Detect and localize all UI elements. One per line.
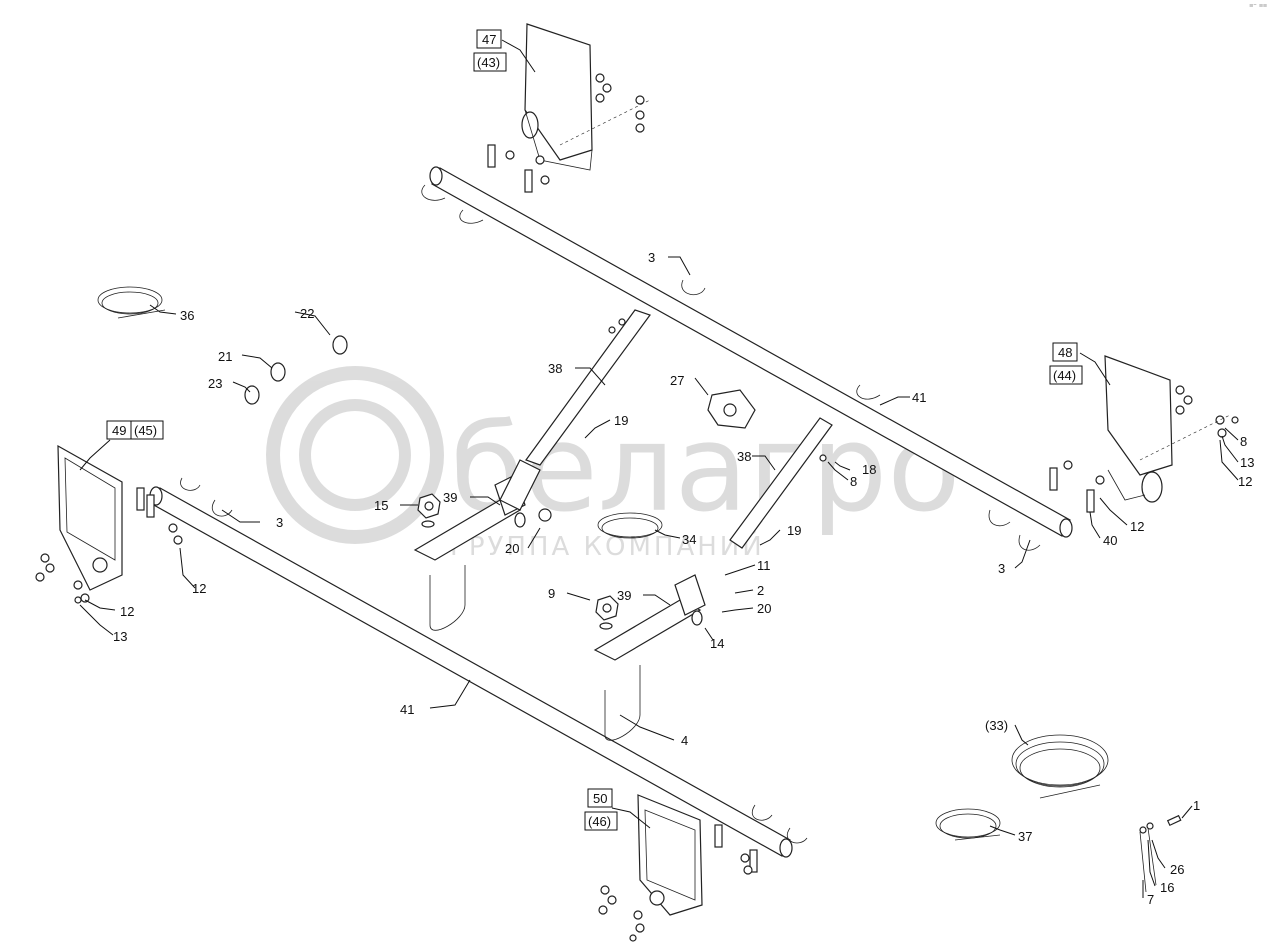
- callout-20: 20: [757, 601, 771, 616]
- callout-12: 12: [1238, 474, 1252, 489]
- cable-coil-34: [597, 512, 663, 539]
- boxed-label-48-44: 48 (44): [1049, 342, 1083, 385]
- disc-22: [332, 335, 348, 355]
- mount-39-upper: [413, 459, 552, 631]
- callout-41: 41: [400, 702, 414, 717]
- callout-36: 36: [180, 308, 194, 323]
- nut-15: [417, 493, 441, 528]
- label-44: (44): [1053, 368, 1076, 383]
- callout-33: (33): [985, 718, 1008, 733]
- callout-3: 3: [276, 515, 283, 530]
- callout-3: 3: [648, 250, 655, 265]
- callout-11: 11: [757, 558, 771, 573]
- upper-tube-part: [429, 166, 1073, 538]
- callout-16: 16: [1160, 880, 1174, 895]
- callout-12: 12: [192, 581, 206, 596]
- mount-39-lower: [593, 574, 706, 741]
- boxed-label-50-46: 50 (46): [584, 788, 618, 831]
- callout-39: 39: [617, 588, 631, 603]
- small-parts: [1139, 814, 1182, 893]
- callout-41: 41: [912, 390, 926, 405]
- callout-22: 22: [300, 306, 314, 321]
- mudflap-left: [35, 444, 233, 604]
- callout-38: 38: [548, 361, 562, 376]
- callout-7: 7: [1147, 892, 1154, 907]
- callout-1: 1: [1193, 798, 1200, 813]
- callout-19: 19: [787, 523, 801, 538]
- callout-8: 8: [850, 474, 857, 489]
- callout-14: 14: [710, 636, 724, 651]
- connector-27: [707, 389, 756, 429]
- callout-27: 27: [670, 373, 684, 388]
- u-bolt-part: [681, 279, 706, 296]
- bracket-38-right: [729, 417, 833, 549]
- callout-4: 4: [681, 733, 688, 748]
- callout-40: 40: [1103, 533, 1117, 548]
- corner-mark: ≡⁼ ≡≡: [1249, 3, 1267, 10]
- disc-21: [270, 362, 286, 382]
- label-50: 50: [593, 791, 607, 806]
- callout-21: 21: [218, 349, 232, 364]
- cable-coil-37: [935, 808, 1001, 841]
- cable-coil-33: [1011, 734, 1109, 799]
- mudflap-top: [421, 23, 651, 224]
- mudflap-bottom: [598, 794, 808, 942]
- cable-coil-36: [97, 286, 166, 319]
- callout-3: 3: [998, 561, 1005, 576]
- label-43: (43): [477, 55, 500, 70]
- callout-13: 13: [113, 629, 127, 644]
- boxed-label-49-45: 49 (45): [106, 420, 164, 440]
- callout-18: 18: [862, 462, 876, 477]
- callout-26: 26: [1170, 862, 1184, 877]
- callout-38: 38: [737, 449, 751, 464]
- callout-23: 23: [208, 376, 222, 391]
- callout-20: 20: [505, 541, 519, 556]
- leader-lines: [79, 39, 1239, 898]
- callout-2: 2: [757, 583, 764, 598]
- callout-13: 13: [1240, 455, 1254, 470]
- label-45: (45): [134, 423, 157, 438]
- callout-12: 12: [1130, 519, 1144, 534]
- callout-15: 15: [374, 498, 388, 513]
- label-49: 49: [112, 423, 126, 438]
- mudflap-right: [856, 355, 1239, 551]
- callout-8: 8: [1240, 434, 1247, 449]
- callout-9: 9: [548, 586, 555, 601]
- label-46: (46): [588, 814, 611, 829]
- bracket-38-left: [525, 309, 651, 466]
- nut-9: [595, 595, 619, 630]
- boxed-label-47-43: 47 (43): [473, 29, 507, 72]
- label-47: 47: [482, 32, 496, 47]
- callout-39: 39: [443, 490, 457, 505]
- callout-19: 19: [614, 413, 628, 428]
- callout-37: 37: [1018, 829, 1032, 844]
- watermark-tagline: ГРУППА КОМПАНИЙ: [450, 530, 765, 562]
- callout-34: 34: [682, 532, 696, 547]
- label-48: 48: [1058, 345, 1072, 360]
- callout-12: 12: [120, 604, 134, 619]
